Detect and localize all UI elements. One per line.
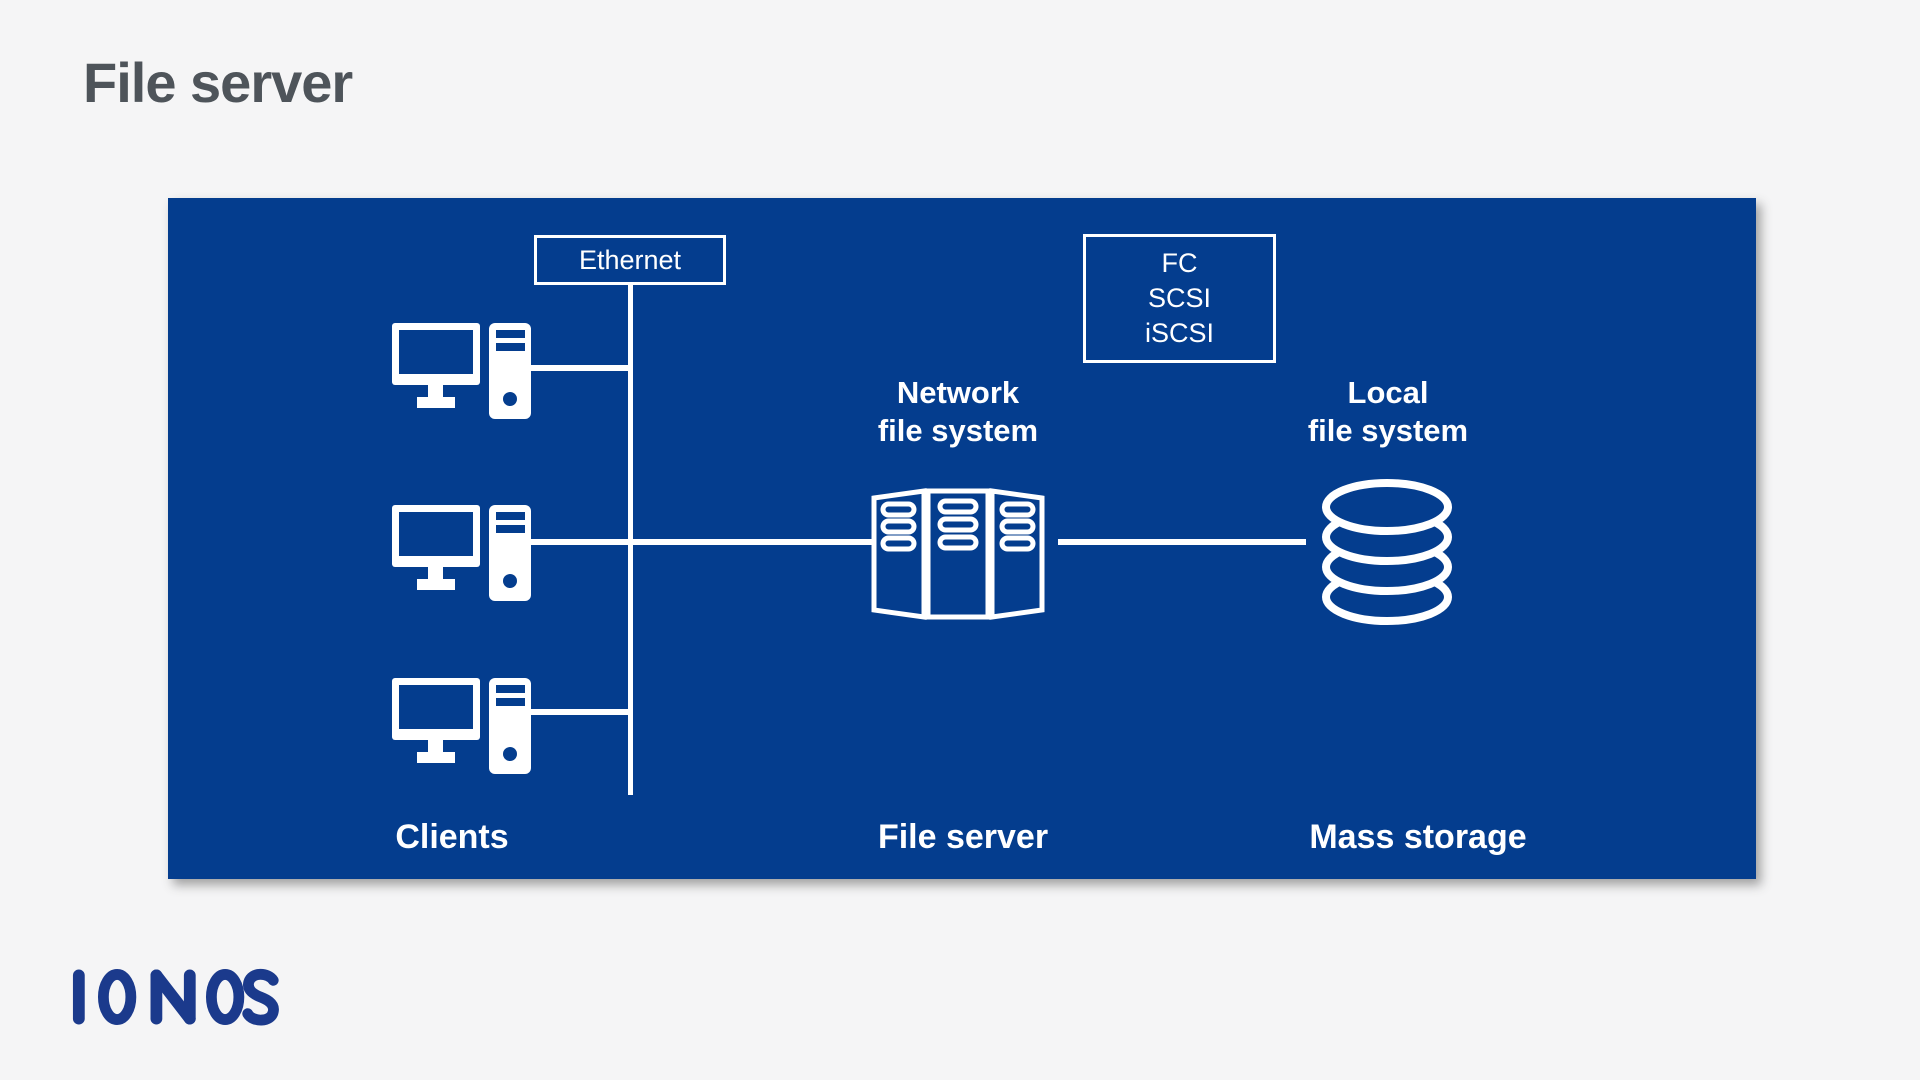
client2-to-server-connector-line — [530, 539, 872, 545]
diagram-panel: Ethernet FC SCSI iSCSI — [168, 198, 1756, 879]
network-fs-line2: file system — [877, 413, 1039, 448]
client-computer-icon — [392, 505, 531, 601]
ethernet-label-box: Ethernet — [534, 235, 726, 285]
protocol-line-fc: FC — [1161, 248, 1198, 278]
client3-connector-line — [530, 709, 631, 715]
client1-connector-line — [530, 365, 631, 371]
protocol-line-iscsi: iSCSI — [1144, 318, 1215, 348]
server-to-storage-connector-line — [1058, 539, 1306, 545]
clients-label: Clients — [395, 818, 509, 856]
local-file-system-label: Local file system — [1238, 374, 1538, 450]
page-title: File server — [83, 51, 353, 114]
disk-stack-icon — [1322, 479, 1452, 625]
local-fs-line1: Local — [1347, 375, 1429, 410]
local-fs-line2: file system — [1307, 413, 1469, 448]
client-computer-icon — [392, 323, 531, 419]
protocol-line-scsi: SCSI — [1147, 283, 1212, 313]
ethernet-label: Ethernet — [578, 245, 682, 275]
mass-storage-label: Mass storage — [1309, 818, 1527, 856]
ionos-logo — [72, 968, 279, 1026]
network-fs-line1: Network — [896, 375, 1020, 410]
server-rack-icon — [871, 488, 1045, 620]
file-server-label: File server — [877, 818, 1049, 856]
network-file-system-label: Network file system — [808, 374, 1108, 450]
protocol-label-box: FC SCSI iSCSI — [1083, 234, 1276, 363]
client-computer-icon — [392, 678, 531, 774]
